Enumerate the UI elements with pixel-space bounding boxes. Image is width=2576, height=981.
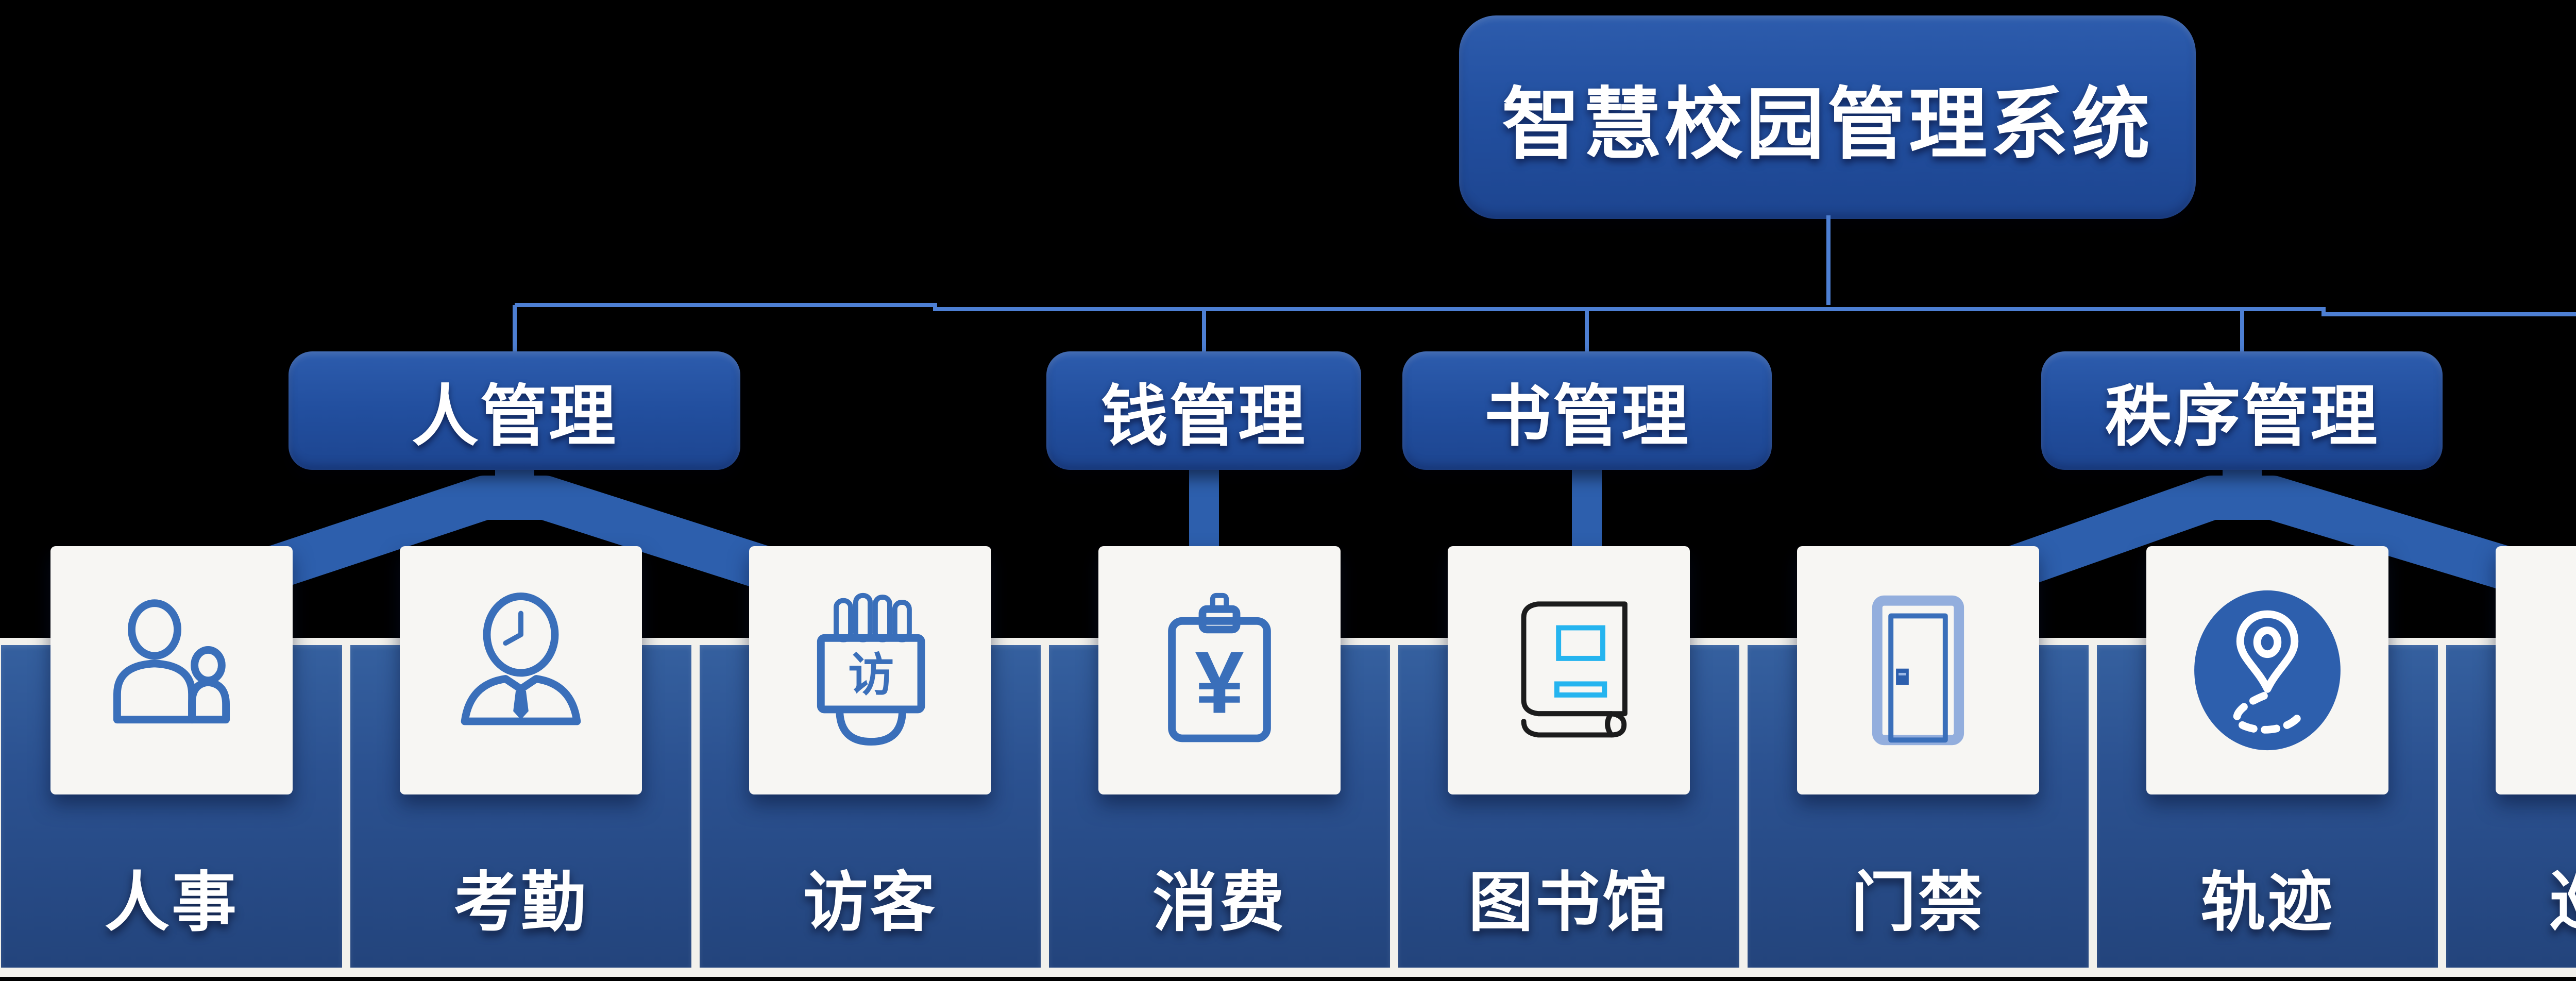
card-access-control: 门禁 xyxy=(1748,546,2089,968)
card-label: 考勤 xyxy=(454,866,588,939)
card-personnel: 人事 xyxy=(1,546,342,968)
card-label: 门禁 xyxy=(1851,866,1985,939)
door-icon xyxy=(1872,595,1964,746)
visitor-badge-character: 访 xyxy=(848,649,894,701)
patrol-icon-tile xyxy=(2496,546,2576,794)
branch-order-management: 秩序管理 xyxy=(2041,351,2443,470)
chevron-connector-order xyxy=(1910,476,2576,623)
hand-badge-icon: 访 xyxy=(817,593,925,746)
card-label: 图书馆 xyxy=(1468,866,1669,939)
access-control-icon-tile xyxy=(1797,546,2039,794)
clipboard-yuan-icon: ¥ xyxy=(1168,593,1271,742)
card-label: 巡更 xyxy=(2446,850,2576,944)
personnel-icon-tile xyxy=(50,546,293,794)
trunk-line xyxy=(515,303,2576,316)
branch-money-management: 钱管理 xyxy=(1046,351,1361,470)
library-icon-tile xyxy=(1448,546,1690,794)
person-clock-icon xyxy=(461,593,581,725)
root-node: 智慧校园管理系统 xyxy=(1459,15,2196,219)
branch-people-management: 人管理 xyxy=(289,351,740,470)
two-persons-icon xyxy=(113,599,230,724)
yuan-symbol: ¥ xyxy=(1195,634,1244,732)
trajectory-icon-tile xyxy=(2146,546,2388,794)
patrol-phone-icon xyxy=(2532,583,2576,758)
visitor-icon-tile: 访 xyxy=(749,546,991,794)
branch-book-management: 书管理 xyxy=(1402,351,1772,470)
card-library: 图书馆 xyxy=(1398,546,1739,968)
card-trajectory: 轨迹 xyxy=(2097,546,2438,968)
card-consumption: ¥ 消费 xyxy=(1049,546,1390,968)
book-icon xyxy=(1521,601,1628,738)
card-visitor: 访 访客 xyxy=(700,546,1041,968)
card-label: 轨迹 xyxy=(2200,866,2334,939)
chevron-connector-people xyxy=(164,476,877,623)
pin-route-icon xyxy=(2194,590,2341,751)
consumption-icon-tile: ¥ xyxy=(1098,546,1341,794)
card-patrol: 巡更 xyxy=(2446,546,2576,968)
card-label: 人事 xyxy=(105,866,239,939)
card-attendance: 考勤 xyxy=(350,546,691,968)
card-label: 访客 xyxy=(803,866,937,939)
card-label: 消费 xyxy=(1153,866,1286,939)
attendance-icon-tile xyxy=(400,546,642,794)
